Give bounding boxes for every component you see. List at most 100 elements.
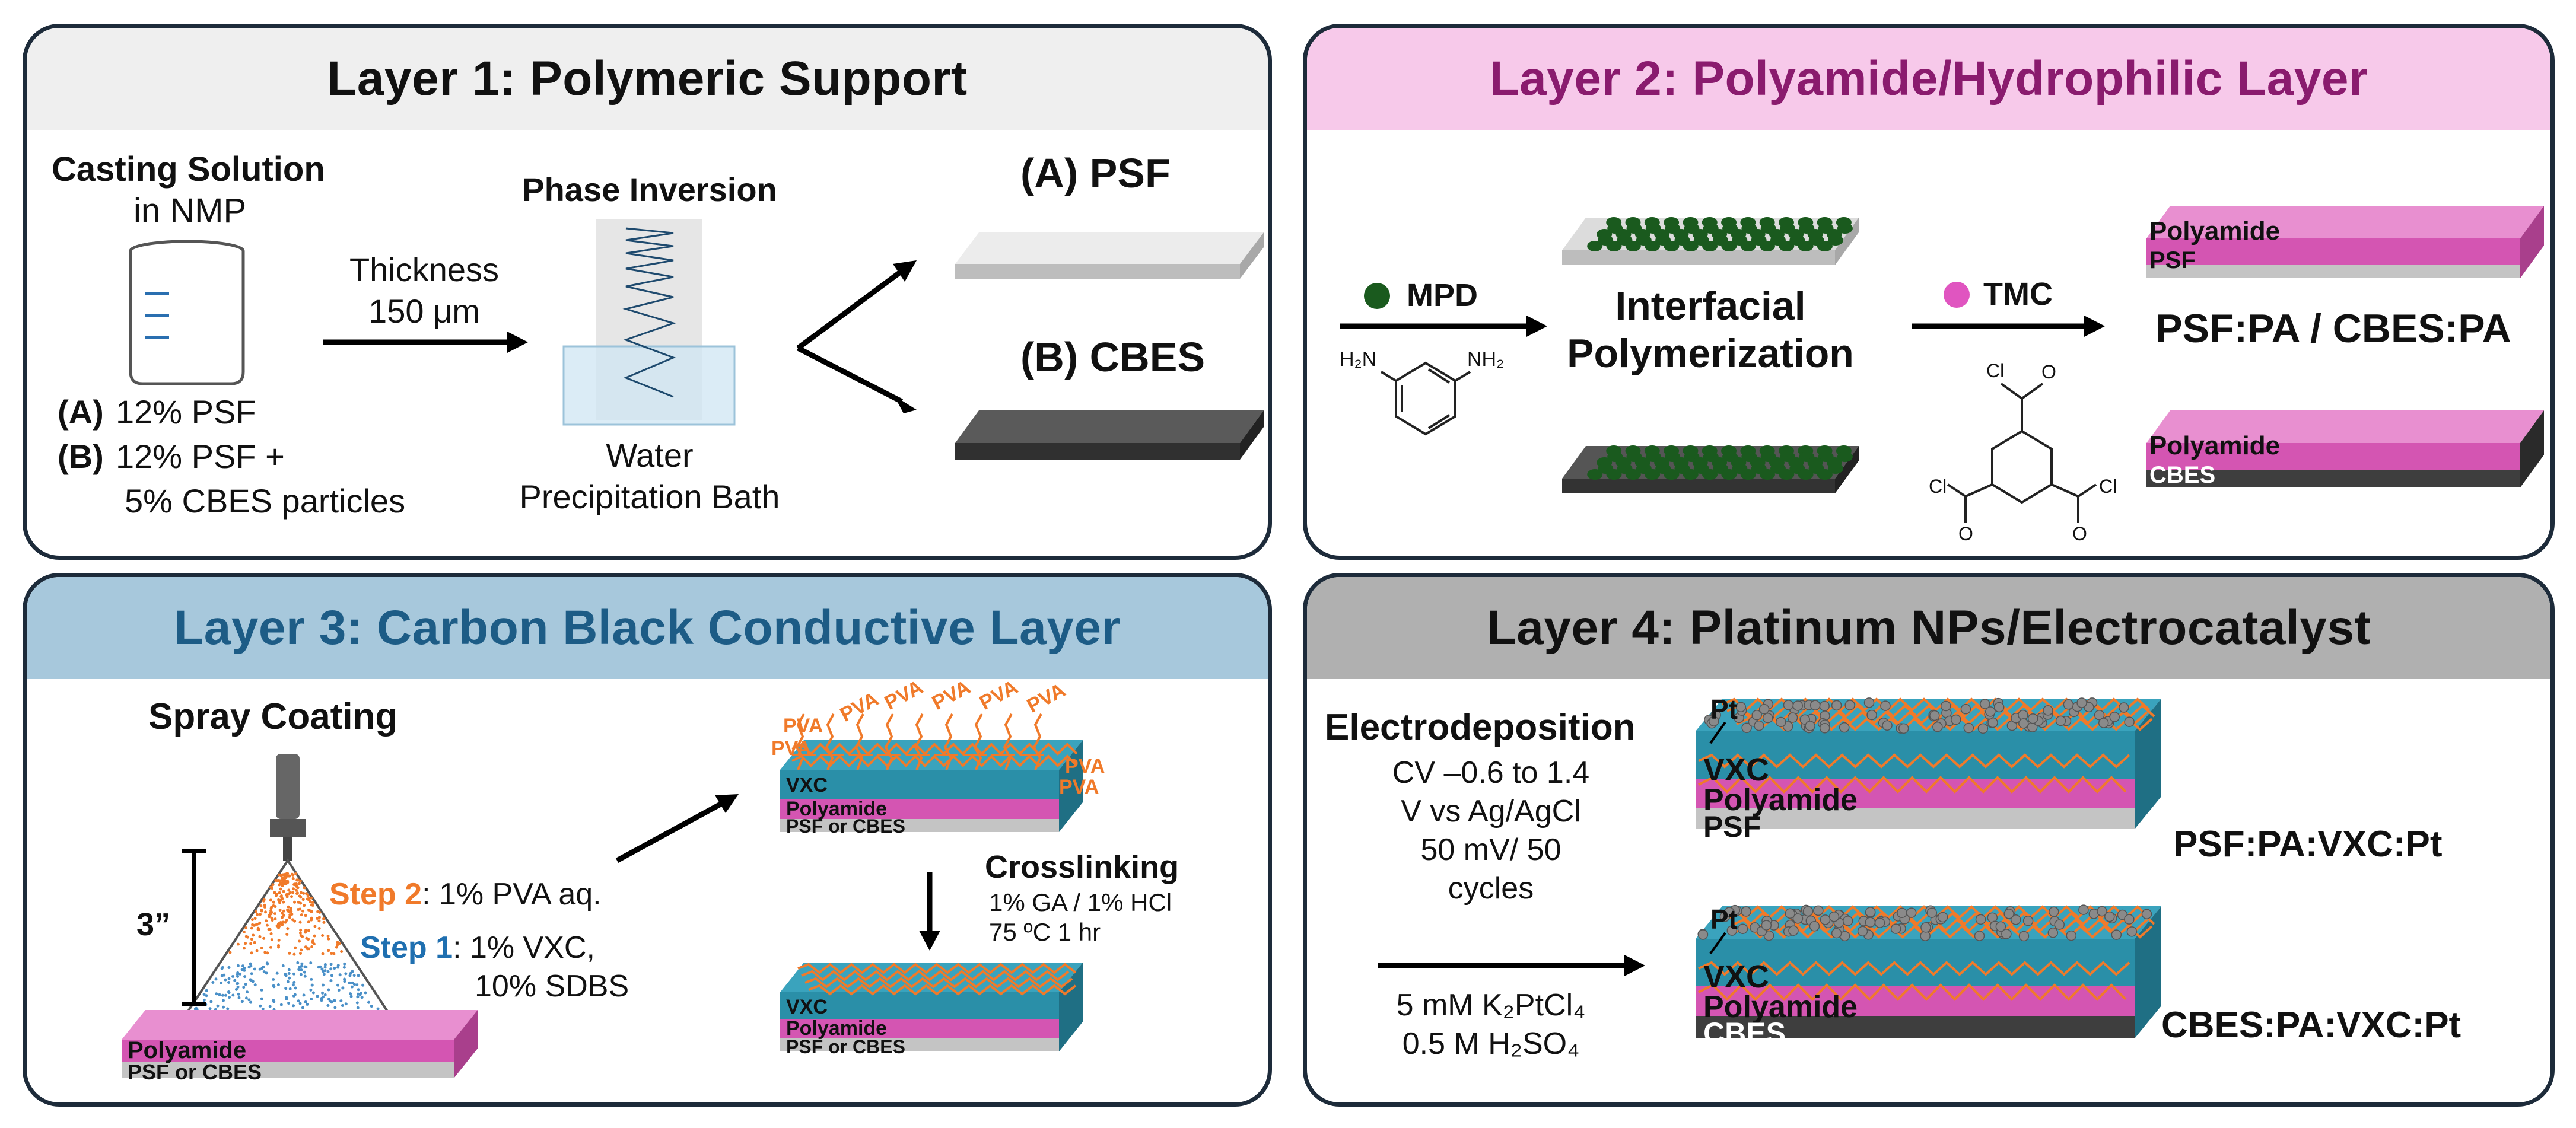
cv-line-3: 50 mV/ 50 xyxy=(1420,833,1561,867)
cbes-label: (B) CBES xyxy=(1020,334,1206,380)
panel-3-title: Layer 3: Carbon Black Conductive Layer xyxy=(27,577,1268,679)
step1-text: : 1% VXC, xyxy=(453,931,595,965)
top-psf-cbes-label: PSF or CBES xyxy=(786,815,905,837)
panel-1-title: Layer 1: Polymeric Support xyxy=(27,28,1268,130)
top-vxc-label: VXC xyxy=(786,774,828,796)
label-cbes-pa-vxc-pt: CBES:PA:VXC:Pt xyxy=(2161,1005,2461,1046)
panel-2-graphics xyxy=(1340,206,2544,523)
base-polyamide-label: Polyamide xyxy=(128,1037,247,1063)
recipe-b: 12% PSF + xyxy=(116,438,285,475)
mpd-dot-icon xyxy=(1364,283,1390,309)
tmc-dot-icon xyxy=(1944,282,1970,308)
nh2-label: NH₂ xyxy=(1467,348,1505,371)
pt-label-bottom: Pt xyxy=(1710,904,1738,935)
precipitation-bath xyxy=(562,219,736,426)
vxc-label-bottom: VXC xyxy=(1703,959,1770,995)
cbes-slab xyxy=(955,410,1264,460)
recipe-a: 12% PSF xyxy=(116,393,256,431)
step2-tag: Step 2 xyxy=(329,877,422,912)
thickness-value: 150 μm xyxy=(368,292,480,330)
phase-inversion-label: Phase Inversion xyxy=(522,171,777,208)
spray-base-slab xyxy=(122,1010,478,1078)
pt-label-top: Pt xyxy=(1710,694,1738,725)
electrodeposition-label: Electrodeposition xyxy=(1325,707,1636,748)
fork-arrows xyxy=(796,260,917,413)
polyamide-label-bottom-4: Polyamide xyxy=(1703,990,1858,1024)
thickness-label: Thickness xyxy=(349,251,500,288)
step1-row: Step 1: 1% VXC, xyxy=(360,930,595,966)
panel-4-graphics xyxy=(1378,697,2161,1038)
label-psf-pa-vxc-pt: PSF:PA:VXC:Pt xyxy=(2173,824,2443,865)
tmc-cl-left: Cl xyxy=(1929,476,1947,497)
cv-line-1: CV –0.6 to 1.4 xyxy=(1392,756,1590,790)
crosslinking-label: Crosslinking xyxy=(985,849,1179,885)
beaker-icon xyxy=(129,240,245,385)
bottom-polyamide-label: Polyamide xyxy=(786,1017,888,1040)
panel-layer-2: Layer 2: Polyamide/Hydrophilic Layer xyxy=(1303,24,2555,560)
polyamide-label-top-4: Polyamide xyxy=(1703,783,1858,817)
psf-pa-slab xyxy=(2146,206,2544,278)
tmc-o-left: O xyxy=(1958,523,1973,544)
cbes-label-bottom-4: CBES xyxy=(1703,1017,1786,1050)
cbes-label-bottom: CBES xyxy=(2149,462,2216,488)
panel-layer-4: Layer 4: Platinum NPs/Electrocatalyst El… xyxy=(1303,573,2555,1107)
distance-label: 3” xyxy=(136,907,171,942)
panel-layer-1: Layer 1: Polymeric Support xyxy=(23,24,1272,560)
crosslinking-line1: 1% GA / 1% HCl xyxy=(989,888,1172,916)
mpd-slab-top xyxy=(1562,217,1859,265)
recipe-a-tag: (A) xyxy=(58,393,104,431)
interfacial-label-1: Interfacial xyxy=(1615,283,1806,329)
tmc-label: TMC xyxy=(1983,276,2053,312)
distance-bracket xyxy=(182,849,206,1006)
polyamide-label-top: Polyamide xyxy=(2149,216,2281,246)
tmc-o-right: O xyxy=(2072,523,2087,544)
vxc-label-top: VXC xyxy=(1703,752,1770,788)
pva-label-2: PVA xyxy=(771,737,812,760)
h2n-label: H₂N xyxy=(1340,348,1377,371)
casting-solution-title: Casting Solution xyxy=(52,150,325,189)
recipe-b-tag: (B) xyxy=(58,438,104,475)
mpd-slab-bottom xyxy=(1562,445,1859,493)
panel-3-graphics xyxy=(122,713,1083,1078)
recipe-b-line2: 5% CBES particles xyxy=(125,482,406,520)
psf-slab xyxy=(955,232,1264,279)
arrow-to-bath xyxy=(323,332,528,353)
bath-label-1: Water xyxy=(606,436,694,474)
polyamide-label-bottom: Polyamide xyxy=(2149,431,2281,460)
psf-label-top-4: PSF xyxy=(1703,810,1761,843)
interfacial-label-2: Polymerization xyxy=(1567,331,1854,376)
panel-4-title: Layer 4: Platinum NPs/Electrocatalyst xyxy=(1307,577,2550,679)
top-polyamide-label: Polyamide xyxy=(786,798,888,820)
spray-nozzle-icon xyxy=(270,754,306,861)
mpd-structure xyxy=(1380,361,1471,436)
step1-tag: Step 1 xyxy=(360,931,453,965)
pva-label-4: PVA xyxy=(1059,776,1099,798)
spray-coating-label: Spray Coating xyxy=(148,696,398,737)
tmc-cl-right: Cl xyxy=(2099,476,2117,497)
panel-2-title: Layer 2: Polyamide/Hydrophilic Layer xyxy=(1307,28,2550,130)
base-psf-cbes-label: PSF or CBES xyxy=(128,1060,262,1084)
bath-line-2: 0.5 M H₂SO₄ xyxy=(1402,1027,1580,1061)
bath-label-2: Precipitation Bath xyxy=(519,478,780,515)
product-label: PSF:PA / CBES:PA xyxy=(2155,306,2511,351)
cv-line-4: cycles xyxy=(1448,871,1534,906)
step2-row: Step 2: 1% PVA aq. xyxy=(329,877,602,912)
mpd-label: MPD xyxy=(1407,278,1478,313)
step2-text: : 1% PVA aq. xyxy=(422,877,602,912)
pva-label-3: PVA xyxy=(1065,755,1105,778)
tmc-o-top: O xyxy=(2041,361,2056,383)
bath-line-1: 5 mM K₂PtCl₄ xyxy=(1396,988,1586,1022)
bottom-vxc-label: VXC xyxy=(786,996,828,1018)
psf-label: (A) PSF xyxy=(1020,150,1171,196)
panel-1-graphics xyxy=(129,219,1264,460)
tmc-cl-top: Cl xyxy=(1986,360,2005,381)
cbes-pa-slab xyxy=(2146,410,2544,487)
bottom-psf-cbes-label: PSF or CBES xyxy=(786,1036,905,1057)
tmc-structure xyxy=(1947,383,2097,523)
crosslinking-line2: 75 ºC 1 hr xyxy=(989,918,1101,946)
psf-label-top: PSF xyxy=(2149,247,2196,273)
pva-label-1: PVA xyxy=(783,715,823,737)
cv-line-2: V vs Ag/AgCl xyxy=(1401,794,1581,829)
panel-layer-3: Layer 3: Carbon Black Conductive Layer xyxy=(23,573,1272,1107)
step1-text-2: 10% SDBS xyxy=(475,969,629,1003)
